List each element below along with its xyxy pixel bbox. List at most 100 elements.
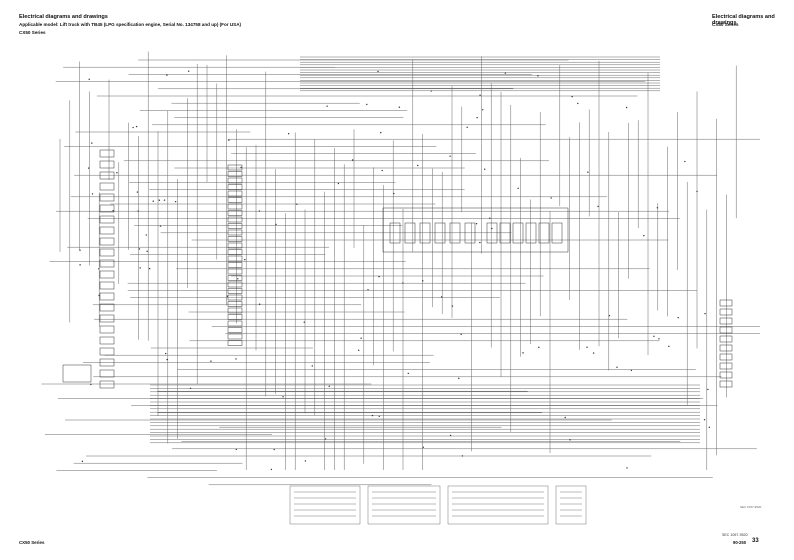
junction-dot — [564, 416, 566, 419]
junction-dot — [371, 414, 374, 417]
junction-dot — [417, 164, 419, 167]
junction-dot — [616, 366, 618, 368]
junction-dot — [324, 438, 327, 440]
junction-dot — [88, 167, 90, 169]
connector-block — [227, 307, 243, 314]
junction-dot — [326, 105, 328, 107]
junction-dot — [358, 349, 360, 352]
connector-block — [227, 229, 243, 236]
junction-dot — [90, 383, 92, 386]
junction-dot — [684, 160, 686, 163]
connector-block — [99, 193, 115, 202]
connector-block — [227, 197, 243, 203]
footer-page-prefix: 90-250 — [733, 540, 747, 545]
junction-dot — [430, 90, 432, 92]
page-title-right: Electrical diagrams and drawings — [712, 14, 775, 26]
junction-dot — [707, 388, 709, 391]
connector-block — [99, 237, 115, 246]
connector-block — [719, 380, 733, 388]
connector-block — [227, 236, 243, 242]
junction-dot — [116, 172, 118, 174]
junction-dot — [381, 169, 383, 172]
junction-dot — [479, 241, 481, 244]
junction-dot — [587, 171, 589, 173]
connector-block — [719, 299, 733, 307]
junction-dot — [189, 387, 192, 390]
junction-dot — [328, 385, 330, 388]
junction-dot — [303, 321, 305, 323]
junction-dot — [187, 70, 190, 72]
junction-dot — [240, 166, 242, 169]
junction-dot — [378, 415, 380, 417]
junction-dot — [538, 346, 540, 349]
connector-block — [99, 281, 115, 290]
junction-dot — [275, 223, 277, 226]
connector-block — [227, 216, 243, 223]
junction-dot — [79, 264, 81, 266]
connector-block — [99, 149, 115, 158]
junction-dot — [282, 396, 284, 398]
relay — [404, 222, 416, 244]
junction-dot — [422, 280, 424, 282]
junction-dot — [653, 335, 655, 338]
wiring-lines — [41, 51, 760, 486]
sub-diagram — [447, 485, 549, 525]
junction-dot — [136, 191, 139, 193]
connector-block — [99, 160, 115, 169]
footer-code: SEC 1057-9520 — [722, 533, 748, 537]
junction-dot — [226, 295, 229, 297]
junction-dot — [270, 468, 273, 471]
junction-dot — [228, 139, 230, 141]
junction-dot — [139, 267, 141, 269]
junction-dot — [537, 75, 539, 77]
relay — [449, 222, 461, 244]
connector-block — [99, 171, 115, 180]
junction-dot — [569, 439, 571, 441]
connector-block — [227, 294, 243, 301]
junction-dot — [132, 126, 134, 129]
footer-page-number: 33 — [752, 538, 759, 544]
series-label-right: CX50 Series — [712, 22, 739, 27]
footer-series: CX50 Series — [19, 540, 45, 545]
connector-block — [227, 314, 243, 320]
junction-dot — [351, 159, 354, 161]
connector-block — [227, 320, 243, 327]
junction-dot — [630, 369, 633, 372]
connector-block — [99, 204, 115, 213]
junction-dot — [571, 95, 573, 98]
junction-dot — [145, 234, 147, 236]
junction-dot — [235, 358, 237, 360]
junction-dot — [466, 126, 468, 129]
sub-diagrams — [289, 485, 587, 525]
junction-dot — [244, 258, 246, 261]
controller-outline — [382, 207, 569, 253]
relay — [486, 222, 498, 244]
relay — [499, 222, 511, 244]
connector-block — [227, 281, 243, 288]
junction-dot — [88, 78, 90, 81]
connector-block — [227, 262, 243, 268]
connector-block — [227, 184, 243, 190]
relay — [512, 222, 524, 244]
connector-block — [227, 268, 243, 275]
connector-block — [99, 182, 115, 191]
connector-block — [227, 249, 243, 255]
connector-block — [99, 358, 115, 367]
junction-dot — [643, 234, 645, 237]
relay — [538, 222, 550, 244]
junction-dot — [577, 102, 579, 105]
junction-dot — [112, 210, 114, 212]
junction-dot — [626, 467, 628, 469]
connector-block — [227, 177, 243, 184]
junction-dot — [311, 365, 313, 367]
connector-block — [227, 171, 243, 177]
junction-dot — [449, 434, 452, 437]
sub-diagram — [367, 485, 441, 525]
junction-dot — [484, 168, 486, 170]
series-label: CX50 Series — [19, 30, 46, 35]
junction-dot — [135, 125, 138, 128]
junction-dot — [592, 352, 595, 354]
relay — [434, 222, 446, 244]
junction-dot — [597, 205, 599, 208]
connector-block — [227, 333, 243, 340]
